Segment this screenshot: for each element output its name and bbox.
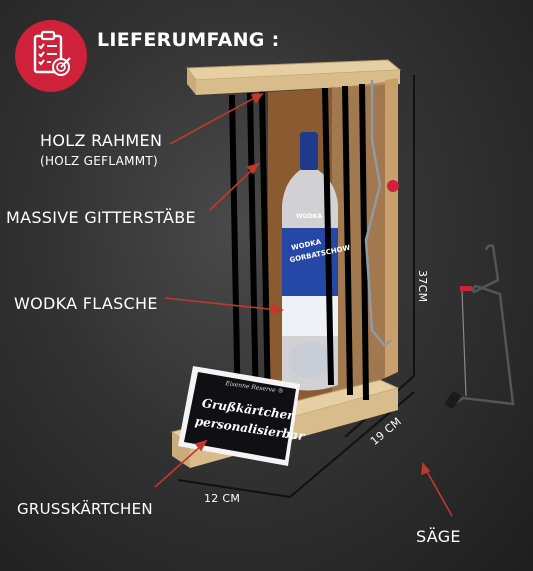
label-card: GRUSSKÄRTCHEN	[17, 500, 153, 518]
bottle-label-top: WODKA	[296, 213, 322, 220]
frame-right-post	[385, 78, 398, 378]
bar-3	[259, 91, 271, 409]
bar-6	[359, 83, 369, 401]
label-bottle: WODKA FLASCHE	[14, 294, 158, 313]
bar-1	[229, 94, 241, 419]
dimension-width: 12 CM	[204, 492, 241, 505]
label-saw: SÄGE	[416, 527, 461, 546]
checklist-icon-graphic	[33, 30, 71, 76]
annotation-arrows	[154, 93, 453, 517]
label-frame-note: (HOLZ GEFLAMMT)	[40, 154, 159, 168]
vodka-bottle	[282, 132, 338, 391]
bar-2	[247, 92, 259, 413]
saw-icon	[445, 244, 515, 409]
dimension-height: 37CM	[416, 270, 429, 303]
saw-handle-knob	[387, 180, 399, 192]
frame-top-front	[196, 70, 400, 95]
bar-4	[322, 87, 334, 386]
shadow-line-width	[177, 479, 291, 498]
saw-frame-inside	[364, 80, 393, 347]
frame-right-side	[332, 82, 385, 400]
label-bars: MASSIVE GITTERSTÄBE	[6, 208, 196, 227]
checklist-target-icon	[15, 20, 87, 92]
bar-5	[342, 85, 353, 396]
greeting-card	[184, 372, 296, 460]
frame-top-edge	[187, 68, 196, 95]
page-title: LIEFERUMFANG :	[97, 29, 280, 51]
label-frame: HOLZ RAHMEN	[40, 131, 163, 150]
